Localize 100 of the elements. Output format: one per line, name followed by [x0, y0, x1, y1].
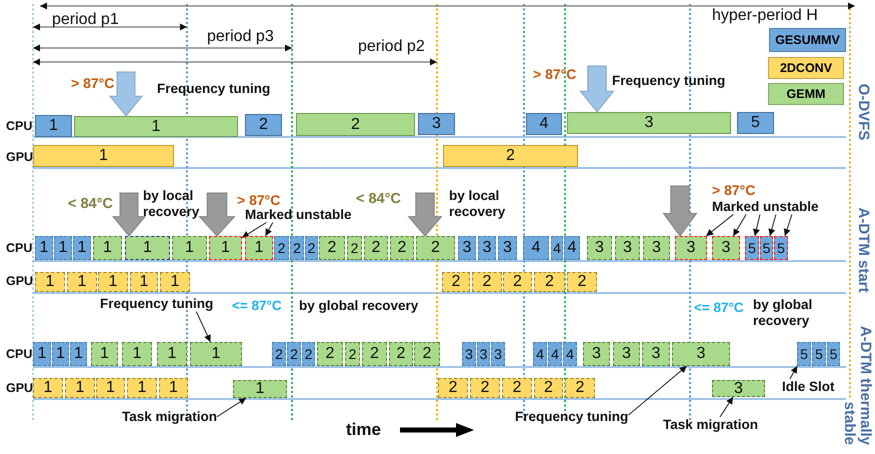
section-label: A-DTM start: [855, 208, 871, 292]
task-block: 2: [534, 272, 565, 292]
task-block: 1: [52, 342, 69, 366]
period-label: hyper-period H: [712, 7, 818, 26]
task-block: 2: [274, 236, 289, 260]
temperature-label: <= 87°C: [232, 298, 282, 314]
task-block: 2: [503, 272, 532, 292]
block-arrow: [108, 72, 144, 117]
task-block: 4: [526, 113, 562, 135]
block-arrow: [579, 66, 615, 113]
annotation-text: Frequency tuning: [612, 73, 726, 89]
leader-arrow: [784, 214, 792, 236]
task-block: 1: [157, 342, 187, 366]
task-block: 1: [233, 380, 287, 398]
leader-arrow: [720, 396, 734, 418]
leader-arrow: [216, 398, 247, 418]
task-block: 3: [583, 342, 610, 366]
temperature-label: > 87°C: [237, 192, 280, 208]
task-block: 4: [523, 236, 549, 260]
task-block: 1: [35, 115, 72, 137]
task-block: 1: [209, 236, 242, 260]
task-block: 2: [414, 342, 440, 366]
task-block: 2: [245, 114, 282, 136]
task-block: 1: [172, 236, 207, 260]
task-block: 3: [462, 342, 476, 366]
legend-label: GESUMMV: [775, 33, 840, 47]
task-block: 1: [74, 116, 238, 137]
task-block: 2: [362, 342, 387, 366]
temperature-label: < 84°C: [356, 191, 401, 208]
task-block: 1: [98, 272, 128, 292]
task-block: 1: [190, 342, 242, 366]
block-arrow: [407, 192, 443, 237]
task-block: 3: [672, 342, 730, 366]
task-block: 2: [302, 342, 315, 366]
block-arrow: [198, 192, 236, 237]
annotation-text: Frequency tuning: [100, 296, 214, 312]
annotation-text: Idle Slot: [782, 379, 835, 395]
period-label: period p3: [207, 28, 274, 46]
annotation-text: by global recovery: [299, 298, 418, 314]
row-label: GPU: [6, 150, 34, 164]
task-block: 3: [567, 112, 731, 134]
axis-label: time: [346, 420, 381, 440]
task-block: 3: [642, 342, 670, 366]
leader-arrow: [265, 222, 274, 236]
block-arrow: [112, 192, 146, 237]
temperature-label: <= 87°C: [694, 300, 744, 316]
task-block: 5: [827, 342, 840, 366]
task-block: 2: [272, 342, 286, 366]
task-block: 2: [319, 236, 345, 260]
section-label: A-DTM thermally stable: [841, 324, 873, 445]
task-block: 5: [812, 342, 826, 366]
task-block: 3: [458, 236, 476, 260]
task-block: 2: [472, 272, 502, 292]
task-block: 1: [245, 236, 273, 260]
row-label: GPU: [6, 381, 34, 396]
task-block: 3: [615, 236, 640, 260]
task-block: 1: [73, 236, 91, 260]
temperature-label: < 84°C: [68, 196, 113, 213]
task-block: 1: [93, 236, 122, 260]
task-block: 3: [491, 342, 505, 366]
task-block: 3: [477, 342, 490, 366]
task-block: 1: [130, 272, 158, 292]
task-block: 1: [67, 272, 97, 292]
task-block: 3: [418, 113, 455, 135]
task-block: 5: [737, 112, 774, 134]
task-block: 1: [70, 342, 87, 366]
task-block: 2: [502, 378, 532, 398]
task-block: 2: [534, 378, 563, 398]
leader-arrow: [768, 214, 776, 236]
leader-arrow: [706, 214, 734, 236]
task-block: 2: [345, 342, 360, 366]
legend-label: GEMM: [786, 87, 826, 101]
task-block: 2: [470, 378, 500, 398]
temperature-label: > 87°C: [712, 182, 756, 198]
leader-arrow: [789, 366, 798, 380]
task-block: 2: [296, 113, 415, 136]
temperature-label: > 87°C: [71, 75, 114, 92]
annotation-text: Task migration: [663, 417, 758, 433]
period-label: period p2: [358, 38, 425, 56]
task-block: 2: [442, 272, 470, 292]
annotation-text: Marked unstable: [712, 199, 819, 215]
task-block: 3: [643, 236, 670, 260]
leader-arrow: [242, 222, 267, 238]
task-block: 3: [478, 236, 496, 260]
task-block: 2: [290, 236, 304, 260]
task-block: 2: [438, 378, 468, 398]
annotation-text: by global recovery: [753, 297, 814, 328]
task-block: 2: [443, 145, 578, 167]
annotation-text: Marked unstable: [245, 207, 352, 223]
task-block: 4: [548, 342, 562, 366]
task-block: 1: [127, 378, 157, 398]
annotation-text: Frequency tuning: [515, 409, 628, 425]
task-block: 2: [390, 236, 414, 260]
task-block: 2: [347, 236, 362, 260]
row-label: CPU: [6, 119, 32, 134]
task-block: 1: [160, 272, 190, 292]
task-block: 5: [774, 236, 788, 260]
task-block: 5: [745, 236, 759, 260]
task-block: 1: [96, 378, 125, 398]
task-block: 1: [159, 378, 188, 398]
